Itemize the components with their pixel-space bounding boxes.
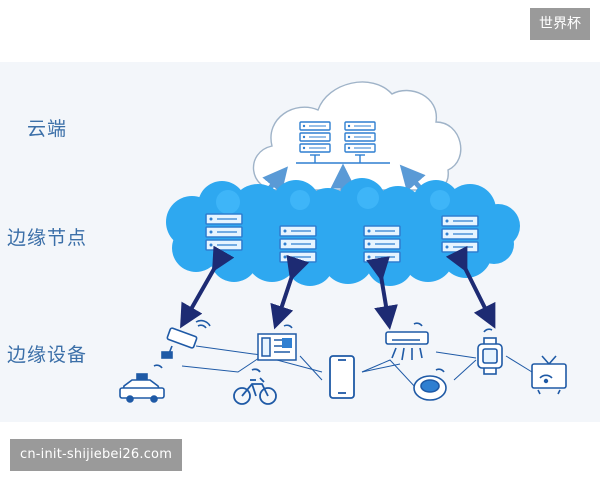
layer-label-cloud: 云端 xyxy=(27,118,68,140)
server-icon xyxy=(344,121,376,153)
cloud-icon xyxy=(252,81,462,191)
server-icon xyxy=(441,215,481,255)
smartphone-icon xyxy=(329,355,355,399)
edge-cloud-highlights xyxy=(216,187,450,214)
edge-node-2 xyxy=(279,225,319,265)
server-icon xyxy=(299,121,331,153)
device-link-arrow xyxy=(270,254,310,330)
watermark-bottom: cn-init-shijiebei26.com xyxy=(10,439,183,471)
layer-label-edge-device: 边缘设备 xyxy=(7,344,88,366)
car-icon xyxy=(119,364,165,403)
device-link-arrow xyxy=(366,256,398,330)
edge-node-3 xyxy=(363,225,403,265)
device-network-lines xyxy=(181,345,533,389)
edge-node-1 xyxy=(205,213,245,253)
server-icon xyxy=(279,225,319,265)
server-icon xyxy=(205,213,245,253)
camera-icon xyxy=(161,319,211,359)
bicycle-icon xyxy=(233,368,277,405)
layer-label-edge-node: 边缘节点 xyxy=(7,227,88,249)
cloud-server-group xyxy=(296,121,390,164)
watermark-top: 世界杯 xyxy=(530,8,590,40)
edge-node-4 xyxy=(441,215,481,255)
air-conditioner-icon xyxy=(385,322,429,361)
device-link-arrows xyxy=(180,245,496,330)
tv-icon xyxy=(531,355,567,395)
device-link-arrow xyxy=(445,245,496,329)
device-link-arrow xyxy=(180,245,235,329)
building-icon xyxy=(257,324,297,361)
server-icon xyxy=(363,225,403,265)
smartwatch-icon xyxy=(477,328,503,375)
robot-vacuum-icon xyxy=(413,368,447,401)
